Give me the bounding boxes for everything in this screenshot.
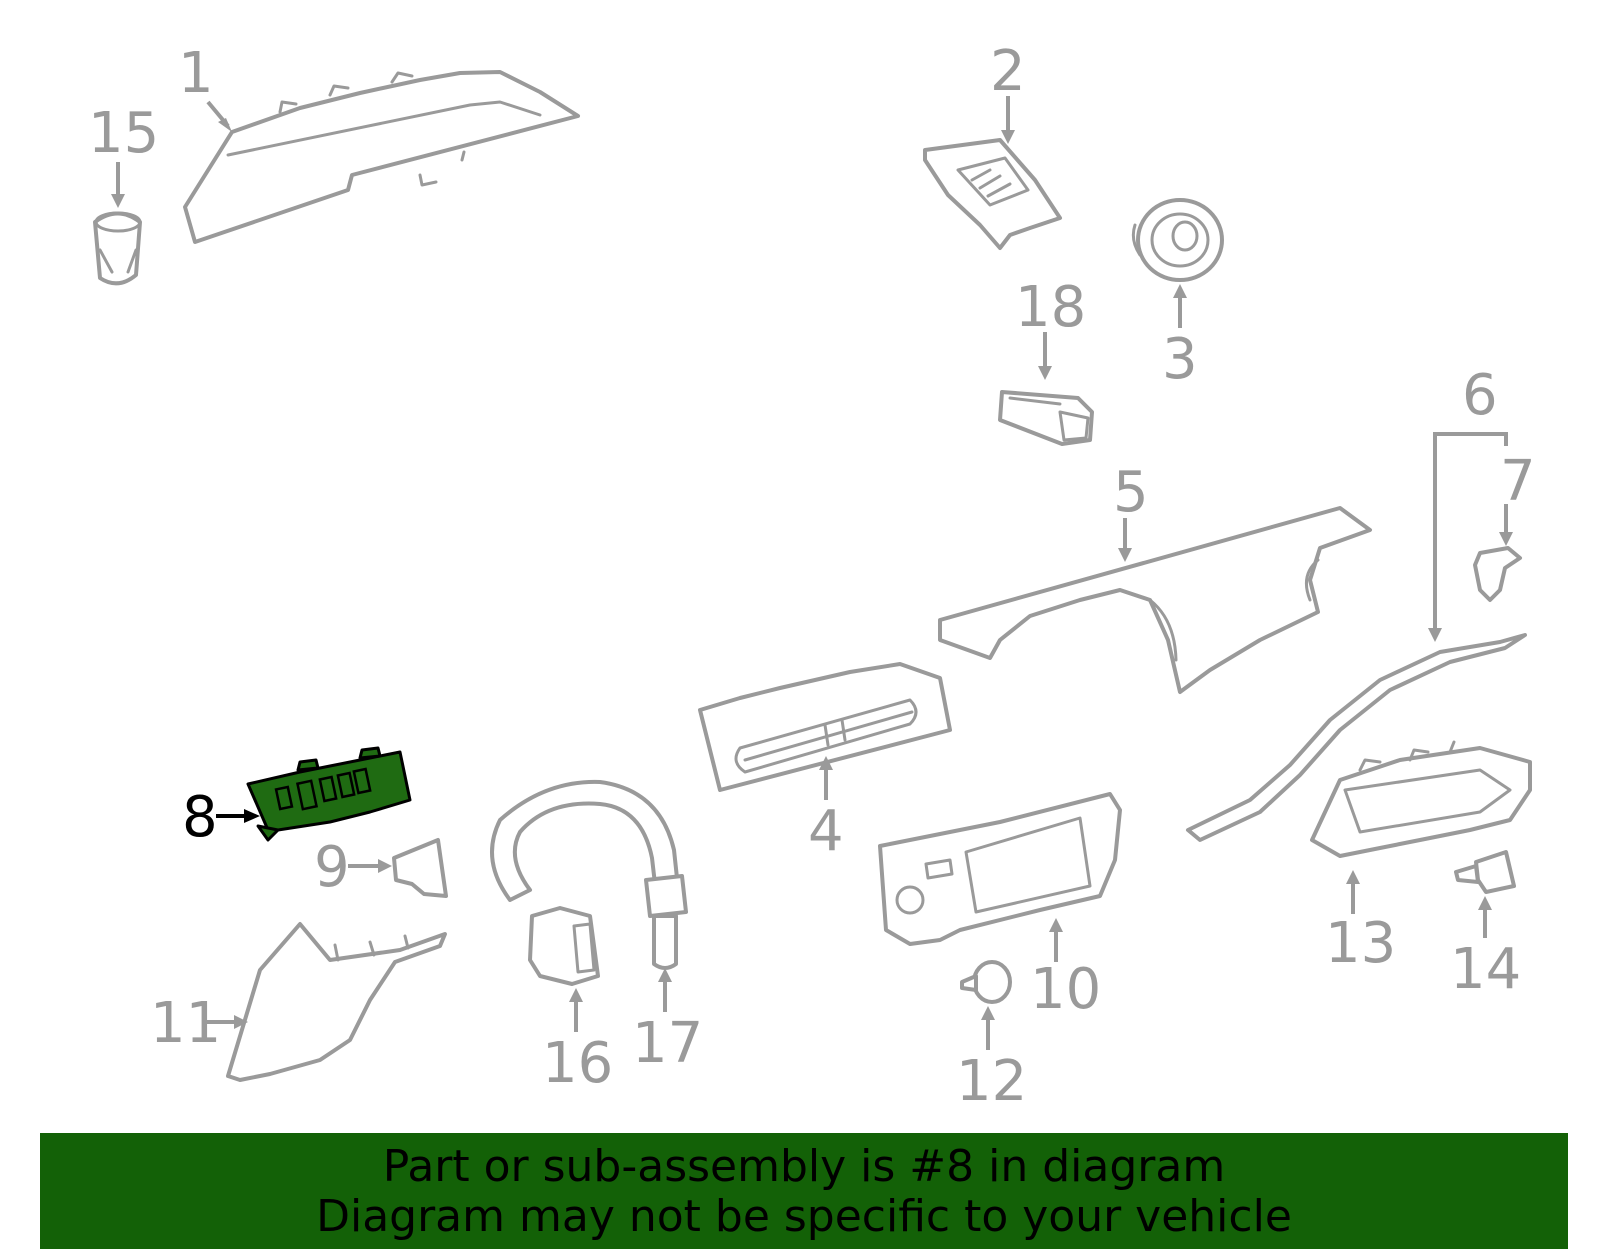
part-15-clip[interactable] xyxy=(93,211,142,286)
callout-6: 6 xyxy=(1462,363,1498,428)
part-3-round-vent[interactable] xyxy=(1131,198,1224,282)
part-2-vent-bezel[interactable] xyxy=(923,138,1062,250)
callout-12: 12 xyxy=(956,1049,1027,1114)
part-9-bracket[interactable] xyxy=(392,838,448,898)
callout-9: 9 xyxy=(314,835,350,900)
part-7-clip[interactable] xyxy=(1473,546,1522,602)
callout-5: 5 xyxy=(1113,460,1149,525)
callout-2: 2 xyxy=(990,39,1026,104)
part-14-clip[interactable] xyxy=(1454,850,1516,894)
callout-15: 15 xyxy=(88,101,159,166)
arrowhead-14 xyxy=(1478,896,1492,910)
callout-3: 3 xyxy=(1162,327,1198,392)
arrowhead-6 xyxy=(1428,628,1442,642)
part-12-push-clip[interactable] xyxy=(960,960,1012,1004)
part-4-center-vent[interactable] xyxy=(698,662,952,792)
arrowhead-12 xyxy=(981,1006,995,1020)
notice-line-2: Diagram may not be specific to your vehi… xyxy=(316,1191,1292,1242)
callout-4: 4 xyxy=(808,799,844,864)
part-11-lower-panel[interactable] xyxy=(226,922,447,1082)
arrowhead-2 xyxy=(1001,130,1015,144)
callout-10: 10 xyxy=(1030,957,1101,1022)
part-8-switch-panel[interactable] xyxy=(246,746,412,842)
arrowhead-1 xyxy=(218,118,232,132)
arrowhead-17 xyxy=(658,968,672,982)
notice-banner: Part or sub-assembly is #8 in diagram Di… xyxy=(40,1133,1568,1249)
part-5-dash-pad[interactable] xyxy=(938,506,1372,694)
arrowhead-13 xyxy=(1346,870,1360,884)
arrowhead-5 xyxy=(1118,548,1132,562)
arrowhead-10 xyxy=(1049,918,1063,932)
arrowhead-4 xyxy=(819,756,833,770)
arrowhead-11 xyxy=(234,1015,248,1029)
callout-11: 11 xyxy=(150,991,221,1056)
arrowhead-8 xyxy=(244,809,260,823)
bracket-6-7 xyxy=(1433,432,1508,632)
callout-17: 17 xyxy=(632,1011,703,1076)
callout-13: 13 xyxy=(1325,911,1396,976)
callout-14: 14 xyxy=(1450,937,1521,1002)
callout-16: 16 xyxy=(542,1031,613,1096)
arrowhead-7 xyxy=(1499,532,1513,546)
arrowhead-15 xyxy=(111,194,125,208)
callout-8: 8 xyxy=(182,785,218,850)
part-10-center-bezel[interactable] xyxy=(878,792,1122,946)
part-18-small-vent[interactable] xyxy=(998,390,1094,446)
arrowhead-16 xyxy=(569,988,583,1002)
part-17-hose[interactable] xyxy=(490,779,688,970)
part-16-switch[interactable] xyxy=(528,906,600,986)
part-13-glove-box[interactable] xyxy=(1310,740,1532,858)
callout-7: 7 xyxy=(1500,449,1536,514)
arrowhead-9 xyxy=(378,859,392,873)
part-6-garnish-strip[interactable] xyxy=(1186,633,1527,842)
callout-1: 1 xyxy=(178,41,214,106)
arrowhead-18 xyxy=(1038,366,1052,380)
callout-18: 18 xyxy=(1015,275,1086,340)
part-1-upper-panel[interactable] xyxy=(183,70,580,244)
notice-line-1: Part or sub-assembly is #8 in diagram xyxy=(382,1141,1226,1192)
arrowhead-3 xyxy=(1173,284,1187,298)
